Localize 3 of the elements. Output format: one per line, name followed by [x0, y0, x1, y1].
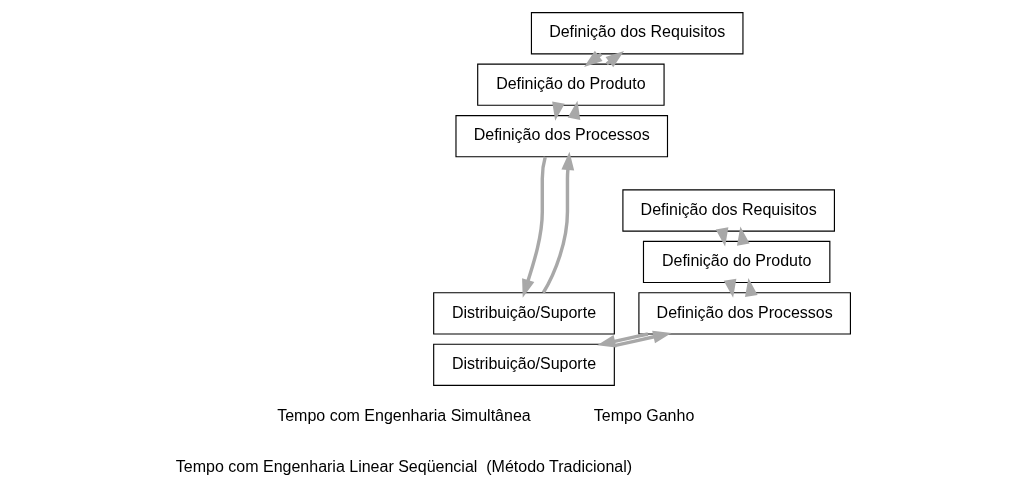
label: Tempo com Engenharia Simultânea: [276, 406, 531, 424]
label: Tempo com Engenharia Linear Seqüencial (Método Tradicional): [175, 457, 632, 475]
label: Tempo Ganho: [593, 406, 694, 424]
